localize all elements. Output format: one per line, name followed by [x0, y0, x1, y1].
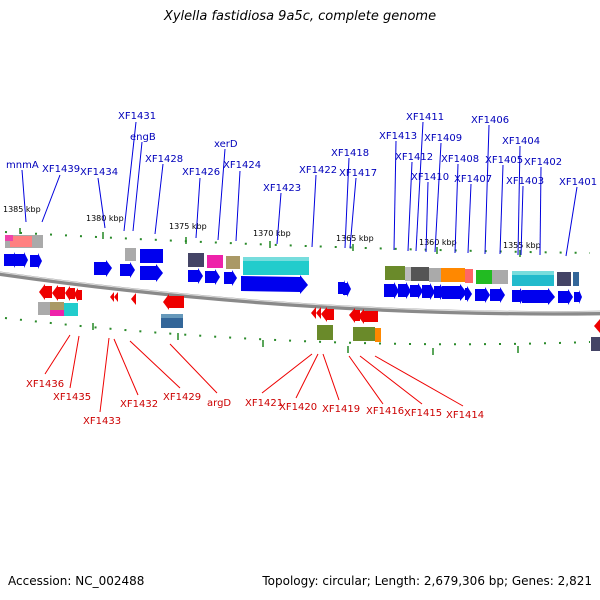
gene-label: XF1416 [366, 406, 404, 417]
gene-label: XF1419 [322, 404, 360, 415]
gene-label: XF1417 [339, 168, 377, 179]
gene-label: XF1418 [331, 148, 369, 159]
reverse-genes [38, 284, 600, 351]
gene-label: xerD [214, 139, 238, 150]
tick-label: 1370 kbp [253, 229, 291, 238]
backbone-highlight [0, 271, 600, 313]
gene-label: XF1407 [454, 174, 492, 185]
gene-label: XF1431 [118, 111, 156, 122]
gene-label: XF1414 [446, 410, 484, 421]
gene-label: XF1408 [441, 154, 479, 165]
gene-label: argD [207, 398, 231, 409]
gene-label: XF1406 [471, 115, 509, 126]
gene-label: XF1429 [163, 392, 201, 403]
gene-label: XF1439 [42, 164, 80, 175]
gene-label: XF1415 [404, 408, 442, 419]
reverse-leaders [44, 334, 464, 413]
gene-label: XF1401 [559, 177, 597, 188]
lower-tick-row [4, 317, 591, 346]
forward-leaders [21, 121, 578, 257]
tick-label: 1375 kbp [169, 222, 207, 231]
gene-label: XF1435 [53, 392, 91, 403]
gene-label: XF1411 [406, 112, 444, 123]
gene-label: XF1428 [145, 154, 183, 165]
gene-label: XF1410 [411, 172, 449, 183]
gene-label: XF1421 [245, 398, 283, 409]
forward-genes [4, 235, 582, 305]
gene-label: XF1436 [26, 379, 64, 390]
tick-label: 1380 kbp [86, 214, 124, 223]
backbone [0, 271, 600, 316]
gene-label: XF1432 [120, 399, 158, 410]
gene-label: XF1404 [502, 136, 540, 147]
gene-label: XF1403 [506, 176, 544, 187]
gene-label: XF1402 [524, 157, 562, 168]
tick-label: 1360 kbp [419, 238, 457, 247]
tick-label: 1355 kbp [503, 241, 541, 250]
gene-label: XF1405 [485, 155, 523, 166]
gene-label: XF1434 [80, 167, 118, 178]
gene-label: XF1412 [395, 152, 433, 163]
gene-label: XF1413 [379, 131, 417, 142]
genome-title: Xylella fastidiosa 9a5c, complete genome [163, 9, 437, 24]
gene-label: mnmA [6, 160, 39, 171]
tick-label: 1385 kbp [3, 205, 41, 214]
gene-label: XF1424 [223, 160, 261, 171]
gene-label: XF1423 [263, 183, 301, 194]
gene-label: XF1422 [299, 165, 337, 176]
gene-label: XF1409 [424, 133, 462, 144]
tick-label: 1365 kbp [336, 234, 374, 243]
gene-label: XF1426 [182, 167, 220, 178]
genome-summary-text: Topology: circular; Length: 2,679,306 bp… [262, 574, 592, 588]
accession-text: Accession: NC_002488 [8, 574, 145, 588]
gene-label: XF1420 [279, 402, 317, 413]
gene-label: engB [130, 132, 156, 143]
gene-label: XF1433 [83, 416, 121, 427]
major-ticks [19, 228, 521, 355]
